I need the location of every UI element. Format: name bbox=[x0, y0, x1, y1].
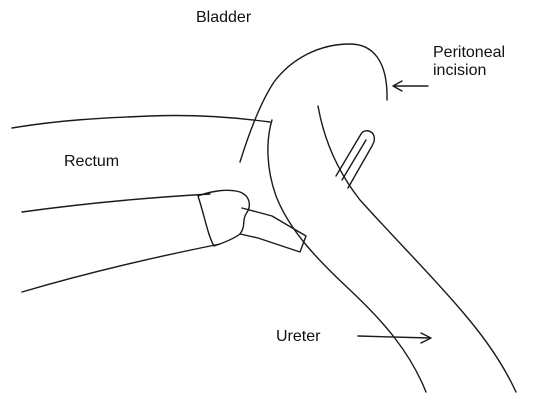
instrument-tip bbox=[198, 190, 249, 246]
peritoneal-incision-label-line1: Peritoneal bbox=[433, 44, 505, 62]
bladder-label: Bladder bbox=[196, 9, 251, 27]
ureter-label: Ureter bbox=[276, 328, 320, 346]
peritoneal-incision-label-line2: incision bbox=[433, 62, 505, 80]
instrument-shaft-top bbox=[22, 194, 210, 212]
peritoneal-incision-arrow bbox=[393, 81, 428, 91]
instrument-jaw bbox=[240, 208, 306, 252]
rectum-upper-contour bbox=[12, 115, 270, 128]
ureter-left-contour bbox=[268, 120, 426, 392]
instrument-shaft-bottom bbox=[22, 244, 220, 292]
ureter-right-contour bbox=[318, 106, 516, 392]
rectum-label: Rectum bbox=[64, 153, 119, 171]
peritoneal-fold-outer bbox=[240, 44, 387, 162]
peritoneal-incision-label: Peritoneal incision bbox=[433, 44, 505, 80]
